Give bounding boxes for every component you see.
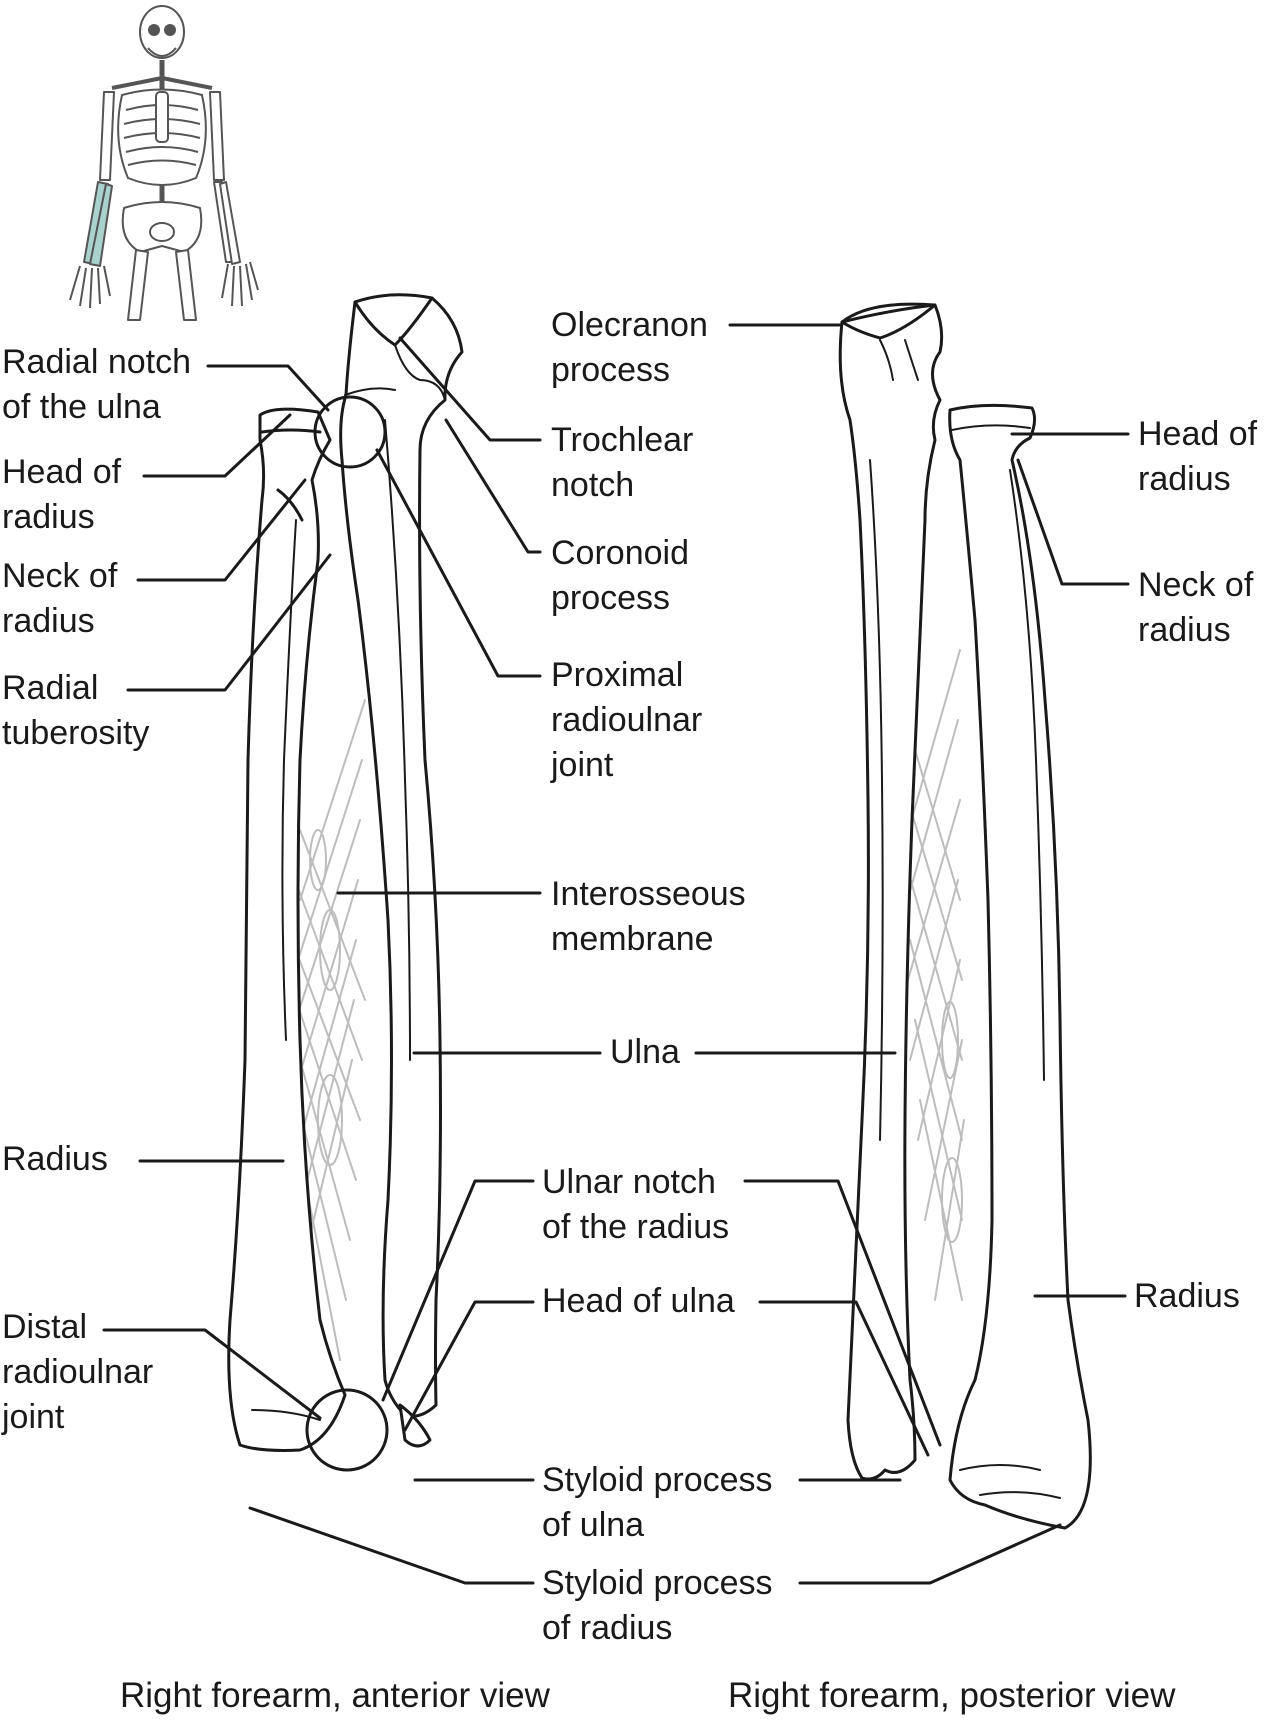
label-ulnar-notch: Ulnar notch of the radius bbox=[542, 1160, 729, 1250]
leader-neck-radius-left bbox=[136, 478, 307, 582]
label-distal-ru-joint-line3: joint bbox=[2, 1398, 65, 1436]
label-ulna: Ulna bbox=[610, 1030, 680, 1075]
label-radius-left-line1: Radius bbox=[2, 1140, 108, 1178]
label-head-ulna: Head of ulna bbox=[542, 1279, 735, 1324]
label-neck-radius-left: Neck of radius bbox=[2, 554, 117, 644]
label-distal-ru-joint: Distal radioulnar joint bbox=[2, 1305, 153, 1440]
label-proximal-ru-joint-line1: Proximal bbox=[551, 656, 684, 694]
leader-head-ulna bbox=[403, 1300, 930, 1457]
leader-trochlear bbox=[398, 336, 542, 442]
label-head-radius-right-line2: radius bbox=[1138, 460, 1231, 498]
label-proximal-ru-joint-line3: joint bbox=[551, 746, 614, 784]
proximal-joint-circle bbox=[313, 395, 387, 469]
label-distal-ru-joint-line1: Distal bbox=[2, 1308, 88, 1346]
label-coronoid-line2: process bbox=[551, 579, 671, 617]
membrane-fibers-anterior bbox=[291, 699, 366, 1361]
label-neck-radius-right-line2: radius bbox=[1138, 611, 1231, 649]
label-ulnar-notch-line2: of the radius bbox=[542, 1208, 730, 1246]
leader-proximal-ru-joint bbox=[375, 448, 542, 678]
label-ulnar-notch-line1: Ulnar notch bbox=[542, 1163, 716, 1201]
label-olecranon-line2: process bbox=[551, 351, 671, 389]
leader-neck-radius-right bbox=[1016, 458, 1130, 586]
label-radial-notch-line1: Radial notch bbox=[2, 343, 192, 381]
label-head-radius-right-line1: Head of bbox=[1138, 415, 1258, 453]
label-styloid-ulna: Styloid process of ulna bbox=[542, 1458, 773, 1548]
radius-posterior bbox=[948, 403, 1092, 1530]
distal-joint-circle bbox=[305, 1388, 389, 1472]
label-interosseous: Interosseous membrane bbox=[551, 872, 746, 962]
label-radius-left: Radius bbox=[2, 1137, 108, 1182]
label-olecranon-line1: Olecranon bbox=[551, 306, 708, 344]
label-radial-notch-line2: of the ulna bbox=[2, 388, 161, 426]
label-trochlear: Trochlear notch bbox=[551, 418, 693, 508]
label-neck-radius-left-line2: radius bbox=[2, 602, 95, 640]
label-head-radius-right: Head of radius bbox=[1138, 412, 1257, 502]
leader-lines bbox=[102, 323, 1130, 1585]
leader-distal-ru-joint bbox=[102, 1328, 322, 1420]
label-styloid-radius-line2: of radius bbox=[542, 1609, 673, 1647]
label-styloid-radius: Styloid process of radius bbox=[542, 1561, 773, 1651]
label-ulna-line1: Ulna bbox=[610, 1033, 680, 1071]
label-radial-tuberosity-line1: Radial bbox=[2, 669, 99, 707]
label-radius-right-line1: Radius bbox=[1134, 1277, 1240, 1315]
leader-styloid-radius bbox=[248, 1506, 1062, 1585]
label-styloid-ulna-line2: of ulna bbox=[542, 1506, 645, 1544]
label-coronoid: Coronoid process bbox=[551, 531, 689, 621]
label-styloid-radius-line1: Styloid process bbox=[542, 1564, 773, 1602]
label-head-radius-left: Head of radius bbox=[2, 450, 121, 540]
label-neck-radius-right-line1: Neck of bbox=[1138, 566, 1254, 604]
radius-anterior bbox=[227, 407, 347, 1452]
label-interosseous-line2: membrane bbox=[551, 920, 714, 958]
label-radius-right: Radius bbox=[1134, 1274, 1240, 1319]
posterior-view bbox=[838, 302, 1092, 1530]
label-interosseous-line1: Interosseous bbox=[551, 875, 746, 913]
label-head-radius-left-line1: Head of bbox=[2, 453, 122, 491]
label-neck-radius-right: Neck of radius bbox=[1138, 563, 1253, 653]
label-radial-notch: Radial notch of the ulna bbox=[2, 340, 191, 430]
label-proximal-ru-joint: Proximal radioulnar joint bbox=[551, 653, 702, 788]
anterior-view bbox=[227, 293, 464, 1472]
label-distal-ru-joint-line2: radioulnar bbox=[2, 1353, 154, 1391]
leader-coronoid bbox=[444, 418, 542, 554]
membrane-fibers-posterior bbox=[899, 649, 965, 1301]
caption-posterior-view: Right forearm, posterior view bbox=[728, 1676, 1176, 1715]
label-trochlear-line1: Trochlear bbox=[551, 421, 694, 459]
label-radial-tuberosity-line2: tuberosity bbox=[2, 714, 150, 752]
label-trochlear-line2: notch bbox=[551, 466, 635, 504]
label-head-ulna-line1: Head of ulna bbox=[542, 1282, 735, 1320]
label-head-radius-left-line2: radius bbox=[2, 498, 95, 536]
caption-anterior-view: Right forearm, anterior view bbox=[120, 1676, 550, 1715]
leader-head-radius-left bbox=[142, 413, 292, 478]
label-coronoid-line1: Coronoid bbox=[551, 534, 689, 572]
ulna-anterior bbox=[339, 296, 464, 1418]
leader-ulnar-notch bbox=[381, 1179, 942, 1447]
label-styloid-ulna-line1: Styloid process bbox=[542, 1461, 773, 1499]
skeleton-thumbnail bbox=[69, 5, 259, 321]
label-olecranon: Olecranon process bbox=[551, 303, 708, 393]
label-proximal-ru-joint-line2: radioulnar bbox=[551, 701, 703, 739]
leader-radial-notch bbox=[206, 364, 330, 412]
label-radial-tuberosity: Radial tuberosity bbox=[2, 666, 149, 756]
label-neck-radius-left-line1: Neck of bbox=[2, 557, 118, 595]
leader-radial-tuberosity bbox=[126, 553, 332, 692]
